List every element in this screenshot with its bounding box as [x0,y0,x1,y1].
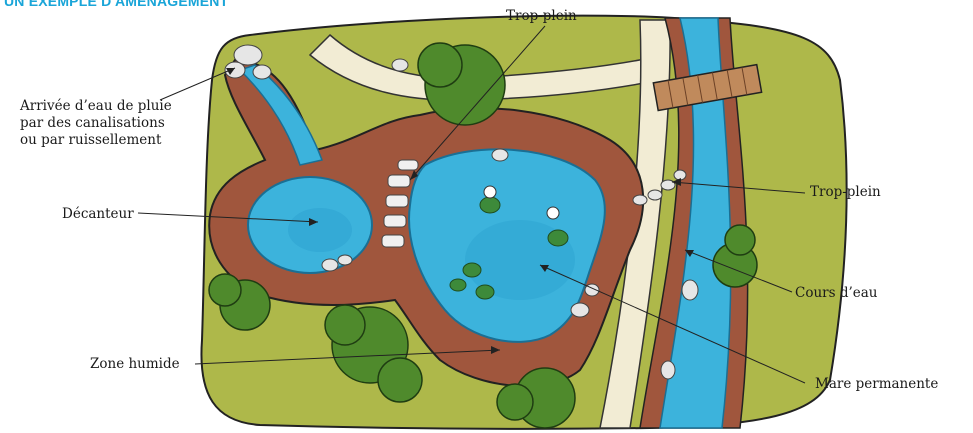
leader-mare-permanente [540,265,805,383]
leader-arrivee [160,68,235,100]
leader-zone-humide [195,350,500,364]
leader-trop-plein-top [410,26,545,180]
leader-decanteur [138,213,318,222]
leader-cours-deau [685,250,792,292]
leader-trop-plein-right [672,182,805,193]
